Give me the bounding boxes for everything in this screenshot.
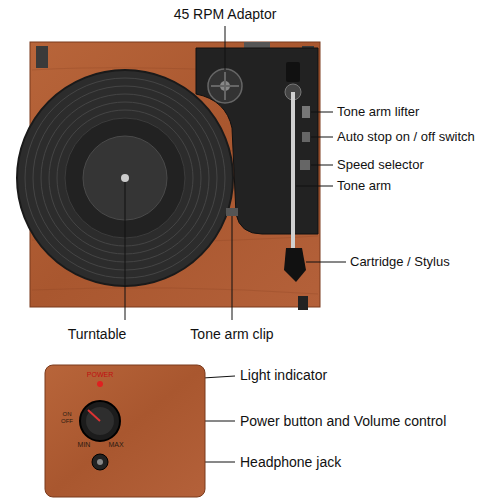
- panel-marking: OFF: [61, 418, 73, 425]
- part-label: Auto stop on / off switch: [337, 130, 475, 145]
- part-label: Headphone jack: [240, 454, 341, 470]
- cartridge: [284, 248, 306, 282]
- part-label: Light indicator: [240, 367, 327, 383]
- headphone-jack: [92, 454, 108, 470]
- speed-selector: [300, 160, 310, 170]
- tonearm: [291, 92, 295, 248]
- part-label: Tone arm lifter: [337, 105, 419, 120]
- panel-marking: MIN: [78, 441, 91, 449]
- adaptor-arms: [211, 72, 239, 100]
- part-label: Turntable: [68, 326, 127, 342]
- part-label: Tone arm clip: [190, 326, 273, 342]
- hinge: [36, 46, 48, 68]
- tonearm-clip: [226, 208, 238, 216]
- panel-marking: MAX: [108, 441, 123, 449]
- part-label: Cartridge / Stylus: [350, 255, 450, 270]
- light-indicator: [97, 381, 103, 387]
- tonearm-base: [196, 48, 318, 234]
- part-label: Power button and Volume control: [240, 413, 446, 429]
- part-label: 45 RPM Adaptor: [174, 6, 277, 22]
- front-panel: [45, 365, 205, 497]
- adaptor: [208, 69, 242, 103]
- part-label: Tone arm: [337, 179, 391, 194]
- lifter: [302, 106, 310, 118]
- counterweight: [286, 62, 300, 82]
- panel-marking: POWER: [87, 371, 113, 379]
- panel-marking: ON: [63, 411, 72, 418]
- volume-knob-side: [298, 296, 308, 310]
- knob-face: [86, 407, 114, 435]
- spindle: [121, 174, 129, 182]
- part-label: Speed selector: [337, 158, 424, 173]
- jack-hole: [97, 459, 103, 465]
- auto-stop-switch: [302, 132, 310, 142]
- volume-knob: [80, 401, 120, 441]
- knob-pointer: [88, 410, 100, 421]
